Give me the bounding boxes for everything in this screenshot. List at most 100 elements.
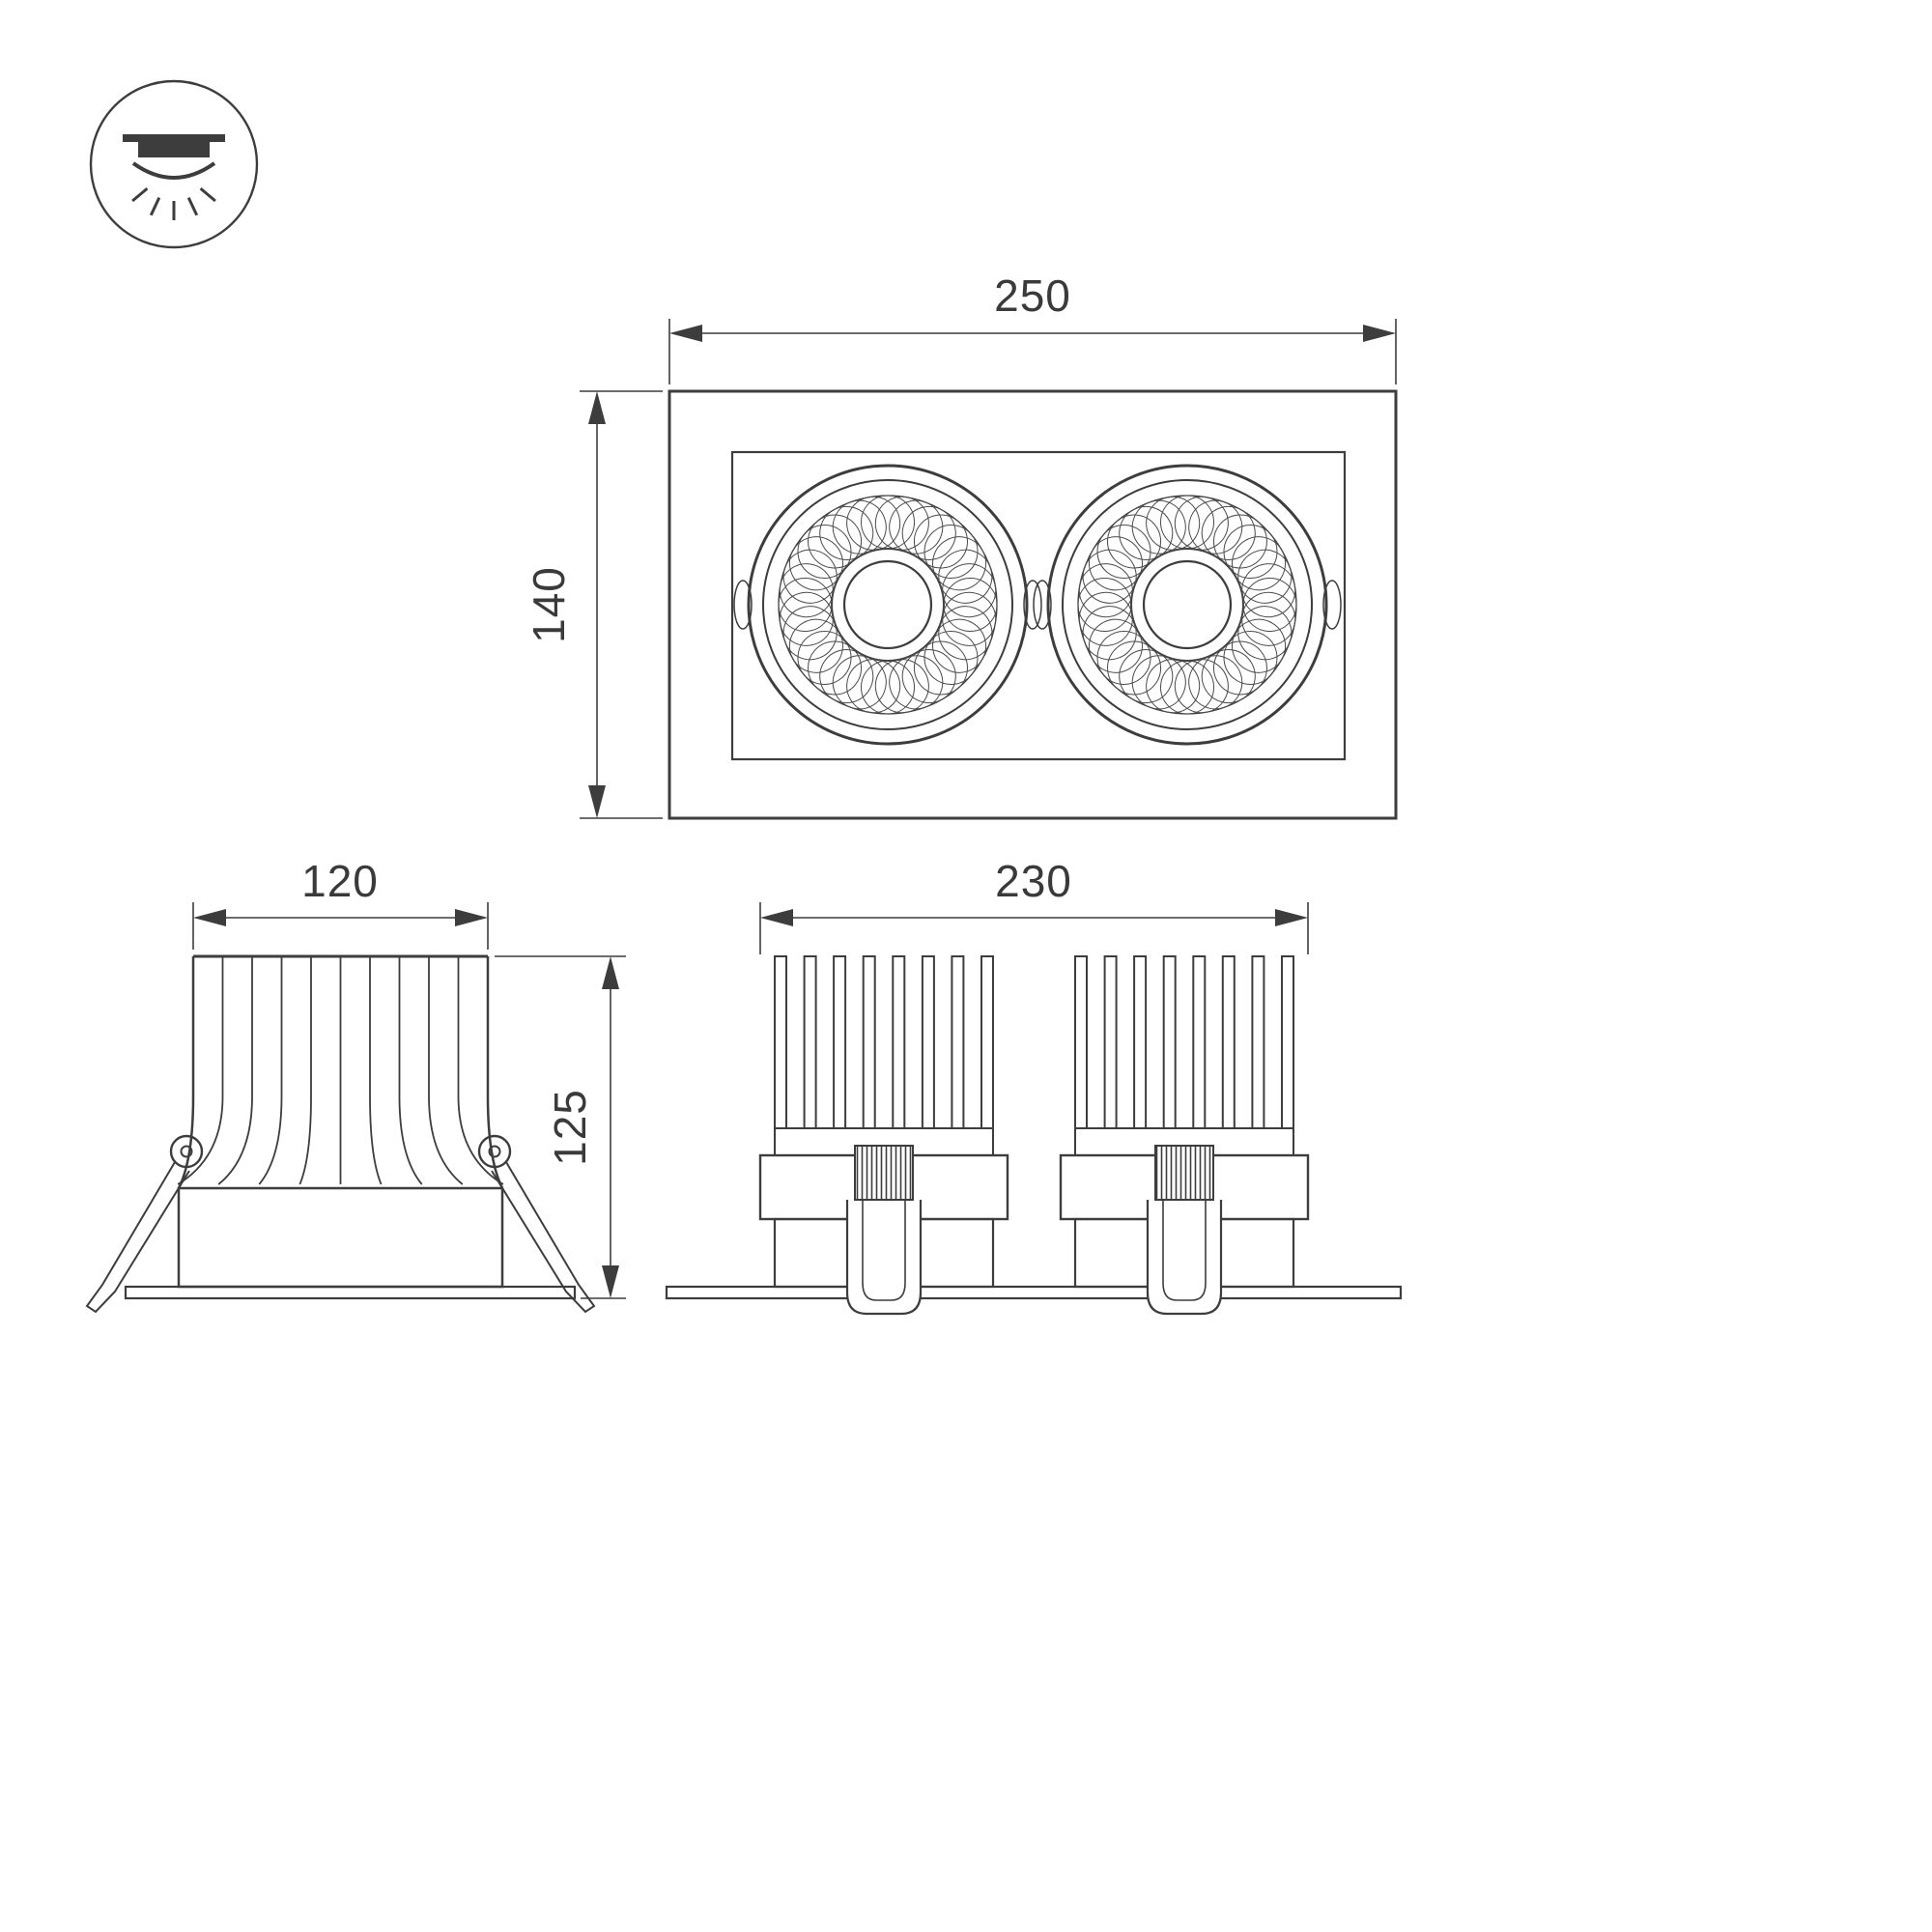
mesh-ring [861, 660, 915, 715]
mesh-ring [913, 640, 968, 696]
mesh-ring [782, 606, 838, 661]
fin [980, 955, 994, 1129]
fin [862, 955, 876, 1129]
dim-side-height: 125 [495, 955, 626, 1299]
mesh-ring [1188, 499, 1243, 554]
fin [1221, 955, 1236, 1129]
mesh-ring [932, 618, 987, 673]
mesh-ring [1201, 505, 1256, 560]
clip-pivot [169, 1134, 204, 1169]
mesh-ring [1131, 499, 1186, 554]
mesh-ring [819, 649, 874, 704]
gimbal-pivot-mark [1023, 580, 1042, 630]
dim-side-width: 120 [192, 856, 489, 950]
mesh-ring [861, 495, 915, 550]
mesh-ring [942, 591, 997, 646]
mesh-ring [1223, 525, 1278, 580]
front-inner-frame [730, 450, 1347, 761]
arrow-left [669, 325, 702, 342]
fin [1133, 955, 1148, 1129]
icon-circle [89, 79, 259, 249]
gimbal-pivot-mark [733, 580, 753, 630]
mesh-ring [846, 659, 901, 714]
front-outer-frame [668, 389, 1398, 820]
trim-flange-side [124, 1285, 577, 1300]
mesh-ring [1241, 563, 1296, 618]
fin-profile [258, 956, 283, 1185]
bottom-unit-right [1059, 955, 1310, 1316]
front-height-label: 140 [524, 566, 574, 643]
front-width-label: 250 [994, 270, 1071, 321]
heatsink-fins-side [177, 956, 504, 1185]
clip-knurl [1154, 1145, 1214, 1201]
mesh-ring [1212, 640, 1267, 696]
mesh-ring [832, 655, 887, 710]
fin [921, 955, 935, 1129]
mesh-ring [1119, 649, 1174, 704]
fin [1074, 955, 1088, 1129]
mesh-ring [1174, 659, 1229, 714]
mesh-ring [797, 525, 852, 580]
fin-profile [457, 956, 504, 1185]
mesh-ring [1082, 549, 1137, 604]
mesh-ring [1237, 606, 1293, 661]
fin [951, 955, 965, 1129]
fin-profile [298, 956, 312, 1185]
mesh-ring [832, 499, 887, 554]
gimbal-body-side [177, 1186, 504, 1289]
mesh-ring [942, 563, 997, 618]
mesh-ring [1107, 514, 1162, 569]
spring-clip-right [477, 1134, 596, 1314]
mesh-ring [779, 591, 834, 646]
reflector-mesh-left [778, 495, 998, 715]
trim-flange-front [665, 1285, 1403, 1300]
arrow-down [602, 1265, 619, 1298]
dim-front-width: 250 [668, 270, 1397, 384]
mesh-ring [1107, 640, 1162, 696]
clip-pivot [477, 1134, 512, 1169]
mesh-ring [1146, 496, 1201, 551]
mesh-ring [1160, 495, 1214, 550]
reflector-mesh-right [1077, 495, 1297, 715]
side-height-label: 125 [545, 1089, 595, 1166]
front-lamp-left [733, 464, 1042, 746]
fin [1162, 955, 1177, 1129]
bottom-width-label: 230 [995, 856, 1072, 906]
arrow-left [760, 909, 793, 926]
mesh-ring [923, 525, 979, 580]
fin [1103, 955, 1118, 1129]
mesh-ring [846, 496, 901, 551]
mesh-ring [1201, 649, 1256, 704]
mesh-ring [889, 655, 944, 710]
mesh-ring [889, 499, 944, 554]
gimbal-pivot-mark [1322, 580, 1342, 630]
mesh-ring [1119, 505, 1174, 560]
mesh-ring [1078, 563, 1133, 618]
mesh-ring [938, 606, 993, 661]
mesh-ring [808, 514, 863, 569]
clip-knurl [854, 1145, 914, 1201]
mesh-ring [1082, 606, 1137, 661]
mesh-ring [923, 630, 979, 685]
arrow-up [588, 391, 606, 424]
mesh-ring [874, 659, 929, 714]
clip-arm [491, 1161, 596, 1314]
mesh-ring [901, 505, 956, 560]
arrow-right [455, 909, 488, 926]
mesh-ring [1188, 655, 1243, 710]
side-view [85, 954, 596, 1314]
mesh-ring [1131, 655, 1186, 710]
icon-light-arc [131, 161, 216, 180]
fin [1251, 955, 1265, 1129]
fin [774, 955, 787, 1129]
mesh-ring [1241, 591, 1296, 646]
clip-arm [85, 1161, 190, 1314]
mesh-ring [1160, 660, 1214, 715]
side-width-label: 120 [301, 856, 379, 906]
recessed-downlight-icon [89, 79, 259, 249]
mesh-ring [1077, 578, 1132, 632]
clip-pivot-axle [488, 1145, 501, 1158]
mesh-ring [797, 630, 852, 685]
mesh-ring [1212, 514, 1267, 569]
